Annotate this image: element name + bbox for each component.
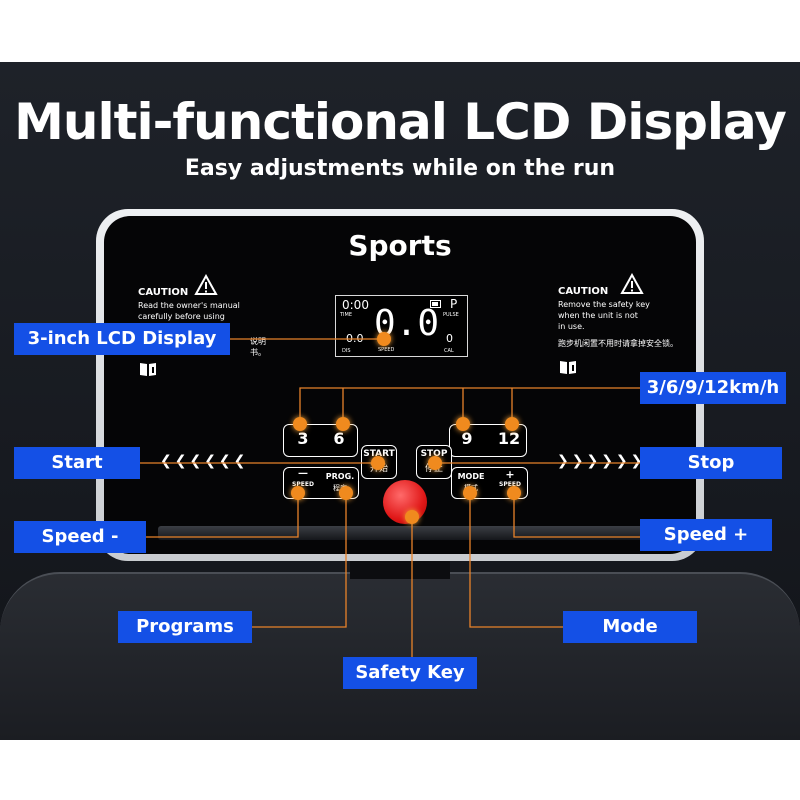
marker-lcd bbox=[377, 332, 391, 346]
stop-label: STOP bbox=[420, 449, 448, 459]
lcd-time-label: TIME bbox=[340, 312, 353, 318]
marker-prog bbox=[339, 486, 353, 500]
marker-speed-plus bbox=[507, 486, 521, 500]
lcd-speed-label: SPEED bbox=[378, 347, 395, 353]
speed-minus-label: SPEED bbox=[292, 481, 314, 488]
callout-programs: Programs bbox=[118, 611, 252, 643]
caution-left-line1: Read the owner's manual bbox=[138, 301, 240, 310]
marker-start bbox=[371, 456, 385, 470]
bottom-margin bbox=[0, 738, 800, 800]
caution-right-line3: in use. bbox=[558, 322, 585, 331]
brand-label: Sports bbox=[348, 229, 452, 262]
marker-speed-6 bbox=[336, 417, 350, 431]
marker-speed-minus bbox=[291, 486, 305, 500]
quick-speed-group-right: 9 12 bbox=[449, 424, 527, 457]
callout-safety-key: Safety Key bbox=[343, 657, 477, 689]
speed-minus-symbol[interactable]: — bbox=[298, 468, 308, 479]
caution-right: CAUTION Remove the safety key when the u… bbox=[558, 285, 688, 349]
manual-book-icon bbox=[140, 363, 156, 376]
lcd-pulse-label: PULSE bbox=[443, 312, 459, 318]
lcd-cal-label: CAL bbox=[444, 348, 454, 354]
marker-safety-key bbox=[405, 510, 419, 524]
marker-mode bbox=[463, 486, 477, 500]
caution-left-line2: carefully before using bbox=[138, 312, 225, 321]
caution-left-line3: 说明书。 bbox=[250, 337, 266, 357]
lcd-cal-value: 0 bbox=[446, 332, 453, 345]
prog-button[interactable]: PROG. bbox=[325, 472, 355, 481]
console-neck bbox=[350, 561, 450, 579]
speed-9-button[interactable]: 9 bbox=[461, 429, 473, 448]
speed-6-button[interactable]: 6 bbox=[333, 429, 345, 448]
marker-speed-9 bbox=[456, 417, 470, 431]
lcd-pulse-value: P bbox=[450, 297, 458, 311]
caution-left: CAUTION Read the owner's manual carefull… bbox=[138, 286, 268, 358]
caution-right-heading: CAUTION bbox=[558, 286, 609, 297]
warning-triangle-icon bbox=[194, 274, 218, 295]
mode-button[interactable]: MODE bbox=[457, 472, 485, 481]
lcd-dis-label: DIS bbox=[342, 348, 351, 354]
caution-right-line1: Remove the safety key bbox=[558, 300, 650, 309]
callout-lcd-display: 3-inch LCD Display bbox=[14, 323, 230, 355]
manual-book-icon bbox=[560, 361, 576, 374]
start-label: START bbox=[363, 449, 395, 459]
top-margin bbox=[0, 0, 800, 62]
chevron-right-icon: ❯❯❯❯❯❯ bbox=[557, 453, 646, 469]
caution-right-line4: 跑步机闲置不用时请拿掉安全锁。 bbox=[558, 339, 678, 348]
page-title: Multi-functional LCD Display bbox=[14, 93, 787, 151]
callout-speed-plus: Speed + bbox=[640, 519, 772, 551]
warning-triangle-icon bbox=[620, 273, 644, 294]
callout-start: Start bbox=[14, 447, 140, 479]
callout-mode: Mode bbox=[563, 611, 697, 643]
caution-left-heading: CAUTION bbox=[138, 287, 189, 298]
caution-right-line2: when the unit is not bbox=[558, 311, 638, 320]
callout-stop: Stop bbox=[640, 447, 782, 479]
speed-12-button[interactable]: 12 bbox=[497, 429, 521, 448]
lcd-time-value: 0:00 bbox=[342, 298, 369, 312]
speed-3-button[interactable]: 3 bbox=[297, 429, 309, 448]
marker-speed-3 bbox=[293, 417, 307, 431]
battery-icon bbox=[430, 300, 441, 308]
lcd-screen: 0:00 TIME P PULSE 0.0 0.0 DIS SPEED 0 CA… bbox=[335, 295, 468, 357]
callout-quick-speeds: 3/6/9/12km/h bbox=[640, 372, 786, 404]
marker-speed-12 bbox=[505, 417, 519, 431]
callout-speed-minus: Speed - bbox=[14, 521, 146, 553]
chevron-left-icon: ❮❮❮❮❮❮ bbox=[160, 453, 249, 469]
speed-plus-symbol[interactable]: + bbox=[505, 468, 515, 481]
speed-plus-label: SPEED bbox=[499, 481, 521, 488]
page-subtitle: Easy adjustments while on the run bbox=[184, 156, 616, 181]
marker-stop bbox=[428, 456, 442, 470]
